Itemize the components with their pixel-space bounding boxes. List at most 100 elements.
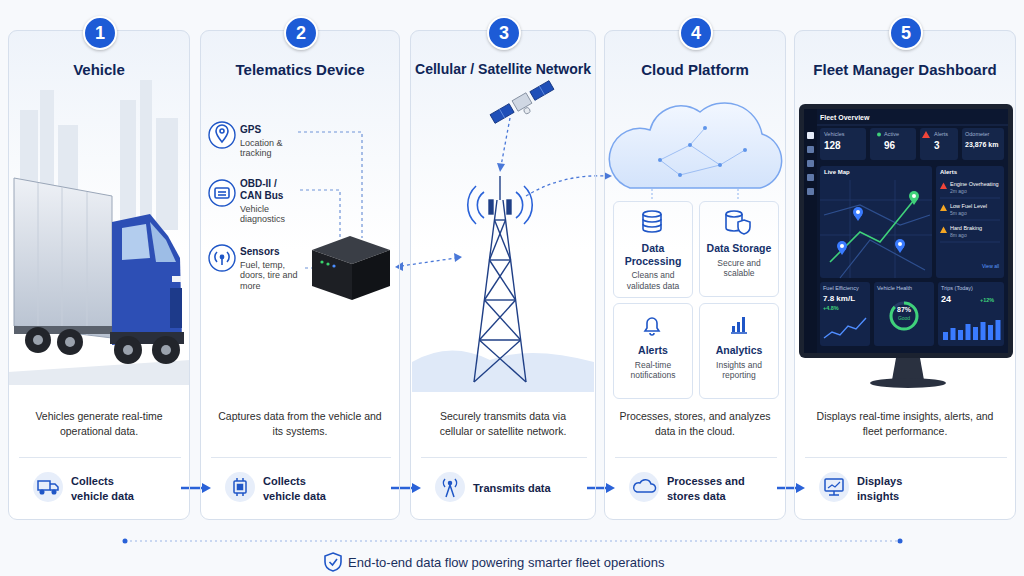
flow-arrow <box>391 483 421 493</box>
kpi-value: 23,876 km <box>965 141 998 149</box>
skyline <box>140 80 152 230</box>
arrowhead <box>796 483 805 493</box>
step-glyph <box>825 479 843 491</box>
metric-value: 24 <box>941 294 951 304</box>
cloud <box>680 165 720 175</box>
step-number: 4 <box>679 16 713 50</box>
step-glyph <box>52 490 56 494</box>
dashboard-monitor <box>820 166 932 278</box>
cell-tower <box>484 300 520 340</box>
step-icon <box>225 472 255 502</box>
card-background <box>8 30 1016 520</box>
cloud <box>660 128 745 175</box>
arrowhead <box>606 483 615 493</box>
feature-box: Data StorageSecure and scalable <box>699 201 779 297</box>
caption: End-to-end data flow powering smarter fl… <box>348 555 665 570</box>
feature-label: OBD-II / CAN Bus <box>240 178 298 201</box>
stage-description: Securely transmits data via cellular or … <box>423 409 583 438</box>
dashboard-monitor <box>824 205 930 225</box>
signal-waves <box>516 192 523 218</box>
stage-title: Telematics Device <box>236 61 365 78</box>
kpi-value: 96 <box>884 140 895 152</box>
leader-line <box>298 132 362 238</box>
stage-title: Vehicle <box>73 61 125 78</box>
dashboard-monitor <box>943 332 948 340</box>
cell-tower <box>474 340 521 382</box>
footer-line <box>898 539 903 544</box>
stage-description: Captures data from the vehicle and its s… <box>213 409 387 438</box>
step-icon <box>33 472 63 502</box>
satellite <box>523 107 531 115</box>
flow-arrow <box>181 483 211 493</box>
feature-box: AlertsReal-time notifications <box>613 303 693 399</box>
step-glyph <box>828 482 840 488</box>
dashboard-monitor <box>807 188 814 195</box>
truck-illustration <box>8 360 190 385</box>
wireless-link <box>401 118 606 266</box>
feature-box-icon <box>643 211 661 217</box>
truck-illustration <box>112 214 182 345</box>
step-glyph <box>236 493 238 496</box>
step-band: Transmits data <box>421 457 587 519</box>
truck-illustration <box>152 336 180 364</box>
cell-tower <box>495 219 506 220</box>
cloud <box>609 103 781 188</box>
step-text: Collects vehicle data <box>263 474 343 503</box>
step-glyph <box>450 485 454 497</box>
dashboard-monitor <box>895 180 896 278</box>
stage-description: Vehicles generate real-time operational … <box>21 409 177 438</box>
satellite <box>490 80 558 130</box>
cell-tower <box>503 200 526 382</box>
truck-illustration <box>38 183 39 329</box>
shield-icon <box>330 559 338 565</box>
feature-description: Real-time notifications <box>618 360 688 381</box>
feature-note: Location & tracking <box>240 138 300 159</box>
feature-title: Analytics <box>704 344 774 357</box>
truck-illustration <box>172 276 181 282</box>
feature-description: Secure and scalable <box>704 258 774 279</box>
metric-label: Fuel Efficiency <box>823 285 859 291</box>
map-pin <box>854 215 862 221</box>
bar-chart-icon <box>732 317 745 332</box>
cloud <box>658 126 747 177</box>
dashboard-monitor <box>807 146 814 153</box>
step-glyph <box>446 485 450 497</box>
stage-card: Fleet Manager DashboardDisplays real-tim… <box>794 30 1016 520</box>
dashboard-monitor <box>958 330 963 340</box>
kpi-label: Active <box>884 131 899 137</box>
dashboard-monitor <box>820 128 866 160</box>
kpi-label: Odometer <box>965 131 989 137</box>
arrowhead <box>604 172 612 180</box>
dashboard-monitor <box>920 128 958 160</box>
feature-glyph <box>215 125 229 265</box>
dashboard-monitor <box>850 180 851 278</box>
feature-note: Fuel, temp, doors, tire and more <box>240 260 302 291</box>
arrowhead <box>202 483 211 493</box>
footer-line <box>123 539 903 544</box>
cell-tower <box>489 259 510 260</box>
dashboard-monitor <box>940 198 1000 242</box>
feature-box-icon <box>731 332 747 334</box>
step-glyph <box>634 480 656 492</box>
footer-line <box>125 540 900 541</box>
feature-glyph <box>227 252 229 262</box>
stage-card: VehicleVehicles generate real-time opera… <box>8 30 190 520</box>
truck-illustration <box>114 336 142 364</box>
feature-icon <box>209 122 235 271</box>
cell-tower <box>484 299 515 300</box>
feature-box-icon <box>643 224 661 227</box>
cell-tower <box>484 260 510 300</box>
feature-label: GPS <box>240 124 261 136</box>
cloud <box>703 126 707 130</box>
metric-label: Trips (Today) <box>941 285 973 291</box>
step-number-text: 1 <box>95 23 105 44</box>
dashboard-monitor <box>870 378 946 388</box>
dashboard-monitor <box>940 242 1000 243</box>
dashboard-monitor <box>892 358 924 380</box>
panel-heading: Alerts <box>940 169 957 176</box>
cloud <box>743 148 747 152</box>
step-number-text: 3 <box>499 23 509 44</box>
cloud <box>690 128 705 145</box>
wireless-link <box>501 118 510 166</box>
